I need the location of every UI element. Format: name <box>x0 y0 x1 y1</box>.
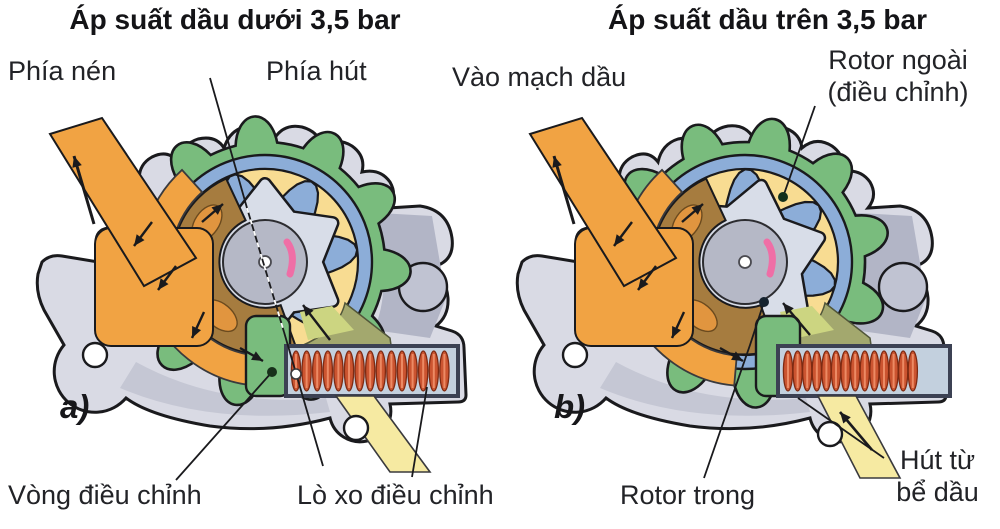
housing-boss-circle <box>877 261 929 313</box>
bolt-hole-bottom <box>342 414 370 442</box>
panel-a-title: Áp suất dầu dưới 3,5 bar <box>69 4 401 35</box>
label-hut-tu-line2: bể dầu <box>896 477 979 507</box>
suction-port-wedge-light <box>300 306 354 340</box>
panel-a-leaders <box>175 77 428 481</box>
bolt-hole-bottom <box>816 420 844 448</box>
panel-a-tag: a) <box>60 388 90 425</box>
leader-rotor-trong <box>703 301 765 479</box>
label-hut-tu-line1: Hút từ <box>899 445 976 475</box>
suction-channel <box>334 395 432 473</box>
bolt-hole-left <box>81 341 109 369</box>
bolt-hole-left <box>561 341 589 369</box>
label-rotor-trong: Rotor trong <box>620 480 756 510</box>
hub-key-mark <box>763 238 776 278</box>
panel-b-tag: b) <box>554 388 586 425</box>
discharge-channel <box>48 116 198 288</box>
leader-lo-xo-long <box>209 77 248 209</box>
leader-lo-xo-right <box>411 386 428 478</box>
label-hut-tu-be-dau: Hút từ bể dầu <box>880 444 995 508</box>
label-rotor-ngoai: Rotor ngoài (điều chỉnh) <box>798 44 998 108</box>
discharge-channel <box>528 116 678 288</box>
label-lo-xo-dieu-chinh: Lò xo điều chỉnh <box>297 480 494 510</box>
leader-vong-dieu-chinh <box>175 371 273 481</box>
label-rotor-ngoai-line2: (điều chỉnh) <box>827 77 969 107</box>
housing-shadow <box>120 362 330 416</box>
panel-b-title: Áp suất dầu trên 3,5 bar <box>608 4 927 35</box>
leader-dot-vong <box>267 367 277 377</box>
leader-dot-rotor-ngoai <box>778 192 788 202</box>
label-vong-dieu-chinh: Vòng điều chỉnh <box>8 480 202 510</box>
hub-center-dot <box>738 255 752 269</box>
label-phia-hut: Phía hút <box>266 56 367 86</box>
hub-key-mark <box>283 238 296 278</box>
label-rotor-ngoai-line1: Rotor ngoài <box>828 45 968 75</box>
leader-dot-spring-end <box>290 368 302 380</box>
leader-hut-tu <box>797 397 885 459</box>
pump-b <box>515 116 952 479</box>
label-phia-nen: Phía nén <box>8 56 117 86</box>
suction-channel <box>816 395 902 479</box>
leader-rotor-ngoai <box>782 105 816 198</box>
leader-dot-rotor-trong <box>759 297 769 307</box>
panel-b-leaders <box>703 105 885 479</box>
pump-a <box>35 115 468 473</box>
label-vao-mach-dau: Vào mạch dầu <box>452 62 627 92</box>
